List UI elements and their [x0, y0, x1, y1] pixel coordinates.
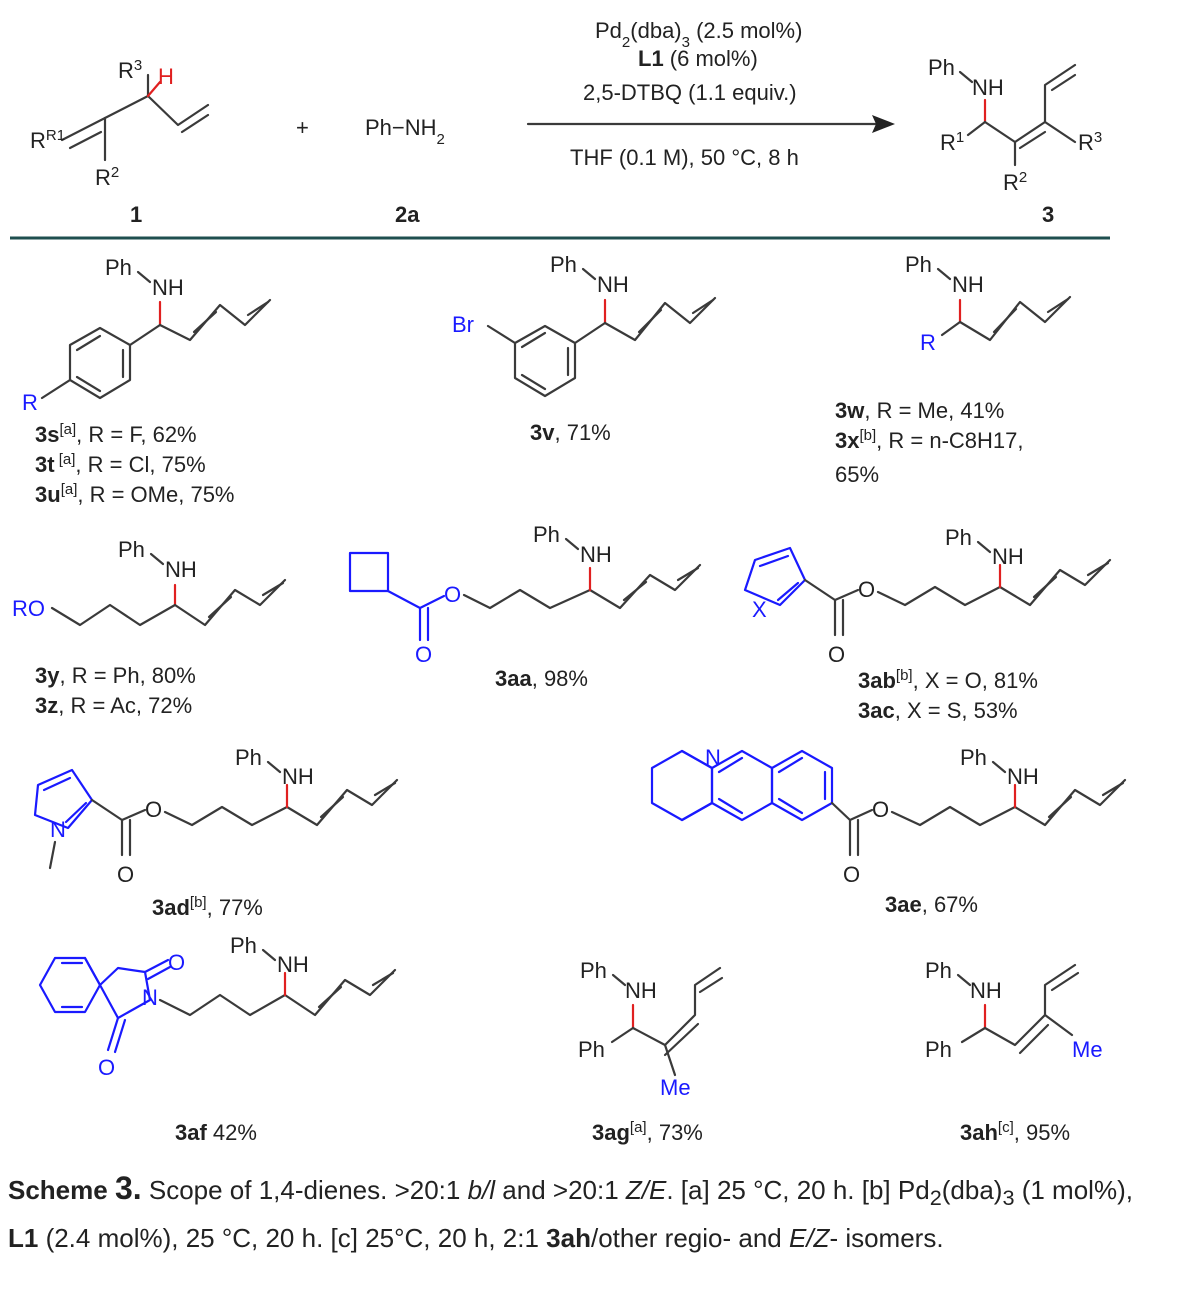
svg-text:Ph: Ph [230, 933, 257, 958]
label-3y: 3y, R = Ph, 80% [35, 663, 196, 688]
reagent-oxidant: 2,5-DTBQ (1.1 equiv.) [583, 80, 797, 105]
structure-3ah: Ph NH Me Ph [925, 958, 1103, 1062]
structure-3s-3u: Ph NH R [22, 255, 272, 415]
structure-3ab-3ac: X O O Ph NH [743, 525, 1112, 667]
svg-text:Ph: Ph [580, 958, 607, 983]
svg-text:O: O [843, 862, 860, 887]
svg-text:Ph: Ph [945, 525, 972, 550]
conditions: THF (0.1 M), 50 °C, 8 h [570, 145, 799, 170]
svg-text:O: O [145, 797, 162, 822]
svg-text:O: O [444, 582, 461, 607]
svg-text:X: X [752, 597, 767, 622]
svg-text:NH: NH [282, 764, 314, 789]
label-3s: 3s[a], R = F, 62% [35, 421, 197, 448]
svg-text:RO: RO [12, 596, 45, 621]
structure-3w-3x: Ph NH R [905, 252, 1072, 355]
svg-text:O: O [858, 577, 875, 602]
label-2a: 2a [395, 202, 420, 227]
label-3v: 3v, 71% [530, 420, 611, 445]
structure-3v: Ph NH Br [452, 252, 717, 398]
svg-text:NH: NH [952, 272, 984, 297]
scheme-caption: Scheme 3. Scope of 1,4-dienes. >20:1 b/l… [8, 1170, 1133, 1254]
svg-text:O: O [415, 642, 432, 667]
structure-2a: Ph−NH2 2a [365, 115, 445, 227]
svg-text:NH: NH [580, 542, 612, 567]
label-3ah: 3ah[c], 95% [960, 1119, 1070, 1146]
reagent-l1: L1 (6 mol%) [638, 46, 758, 71]
svg-text:Ph: Ph [905, 252, 932, 277]
svg-text:Ph: Ph [533, 522, 560, 547]
structure-3ad: N O O Ph NH [33, 745, 399, 887]
svg-text:NH: NH [597, 272, 629, 297]
label-1: 1 [130, 202, 142, 227]
svg-text:NH: NH [1007, 764, 1039, 789]
atom-r1: RR1 [30, 127, 65, 154]
label-3z: 3z, R = Ac, 72% [35, 693, 192, 718]
atom-h: H [158, 64, 174, 89]
svg-text:NH: NH [970, 978, 1002, 1003]
atom-r3: R3 [118, 57, 142, 84]
structure-3ag: Ph NH Me Ph [578, 958, 724, 1100]
label-3ab: 3ab[b], X = O, 81% [858, 667, 1038, 694]
label-3t: 3t [a], R = Cl, 75% [35, 451, 206, 478]
svg-text:Ph: Ph [118, 537, 145, 562]
svg-text:NH: NH [152, 275, 184, 300]
structure-3aa: O O Ph NH [348, 522, 702, 667]
label-3ad: 3ad[b], 77% [152, 894, 263, 921]
svg-text:NH: NH [625, 978, 657, 1003]
label-3x-yield: 65% [835, 462, 879, 487]
plus-sign: + [296, 115, 309, 140]
svg-text:O: O [872, 797, 889, 822]
svg-text:R: R [22, 390, 38, 415]
svg-text:R: R [920, 330, 936, 355]
label-3ag: 3ag[a], 73% [592, 1119, 703, 1146]
svg-text:NH: NH [165, 557, 197, 582]
reaction-scheme: RR1 R2 R3 H 1 + Ph−NH2 2a Pd2(dba)3 (2.5… [10, 18, 1127, 1146]
label-3ae: 3ae, 67% [885, 892, 978, 917]
structure-3ae: N O O Ph NH [650, 745, 1127, 887]
label-3: 3 [1042, 202, 1054, 227]
svg-text:R3: R3 [1078, 129, 1102, 156]
svg-text:O: O [828, 642, 845, 667]
svg-text:O: O [98, 1055, 115, 1080]
svg-text:Me: Me [1072, 1037, 1103, 1062]
svg-text:Ph: Ph [550, 252, 577, 277]
label-3af: 3af 42% [175, 1120, 257, 1145]
svg-text:Ph: Ph [105, 255, 132, 280]
svg-text:O: O [117, 862, 134, 887]
svg-text:N: N [50, 817, 66, 842]
svg-text:Ph: Ph [235, 745, 262, 770]
svg-text:O: O [168, 950, 185, 975]
svg-text:NH: NH [972, 75, 1004, 100]
svg-text:R1: R1 [940, 129, 964, 156]
structure-3y-3z: Ph NH RO [12, 537, 287, 627]
svg-text:R2: R2 [1003, 169, 1027, 196]
svg-text:Ph: Ph [578, 1037, 605, 1062]
caption-scheme-number: 3. [114, 1170, 142, 1206]
caption-scheme-word: Scheme [8, 1175, 115, 1205]
atom-r2: R2 [95, 164, 119, 191]
svg-text:Ph: Ph [925, 958, 952, 983]
svg-text:Me: Me [660, 1075, 691, 1100]
structure-3: Ph NH R1 R3 R2 3 [928, 55, 1102, 227]
label-3u: 3u[a], R = OMe, 75% [35, 481, 235, 508]
svg-text:N: N [705, 745, 721, 770]
svg-text:Br: Br [452, 312, 474, 337]
svg-text:NH: NH [277, 952, 309, 977]
label-3x: 3x[b], R = n-C8H17, [835, 427, 1024, 454]
structure-1: RR1 R2 R3 H 1 [30, 57, 210, 227]
svg-text:Ph: Ph [928, 55, 955, 80]
label-3ac: 3ac, X = S, 53% [858, 698, 1018, 723]
label-3w: 3w, R = Me, 41% [835, 398, 1004, 423]
svg-text:Ph: Ph [925, 1037, 952, 1062]
amine-formula: Ph−NH2 [365, 115, 445, 148]
svg-text:NH: NH [992, 544, 1024, 569]
label-3aa: 3aa, 98% [495, 666, 588, 691]
svg-text:Ph: Ph [960, 745, 987, 770]
structure-3af: O O N Ph NH [38, 933, 397, 1080]
svg-text:N: N [142, 985, 158, 1010]
